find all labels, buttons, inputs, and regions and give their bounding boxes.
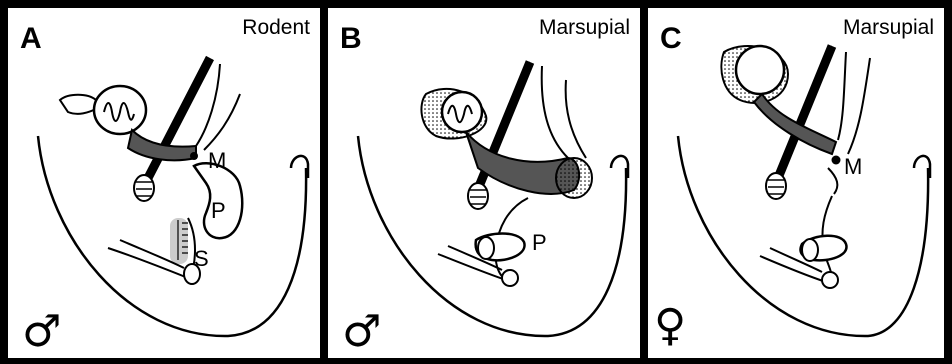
urethra-lower <box>204 94 240 150</box>
panel-b-marsupial-male: B Marsupial <box>328 8 640 358</box>
body-outline <box>678 136 928 336</box>
panel-c-marsupial-female: C Marsupial <box>648 8 944 358</box>
vas-deferens <box>128 130 196 160</box>
panel-a-rodent: A Rodent <box>8 8 320 358</box>
label-p: P <box>532 230 547 256</box>
urethra-lower <box>566 80 586 158</box>
rod-bulb <box>134 175 154 201</box>
ovary <box>736 46 784 94</box>
epididymis <box>60 95 98 114</box>
penile-bulb <box>502 270 518 286</box>
label-m: M <box>844 154 862 180</box>
tract-upper <box>838 52 846 140</box>
male-symbol-icon: ♂ <box>342 310 381 354</box>
urethra-upper <box>542 66 568 158</box>
marsupial-female-anatomy-illustration <box>648 8 944 358</box>
female-symbol-icon: ♀ <box>654 304 686 348</box>
urogenital-bulb <box>822 272 838 288</box>
male-symbol-icon: ♂ <box>22 310 61 354</box>
opening-m <box>832 156 841 165</box>
tract-lower <box>848 58 870 154</box>
label-s: S <box>194 246 209 272</box>
rod-bulb <box>766 173 786 199</box>
rod-bulb <box>468 183 488 209</box>
prostate <box>556 158 592 198</box>
label-p: P <box>211 198 226 224</box>
label-m: M <box>208 148 226 174</box>
opening-m <box>190 152 198 160</box>
